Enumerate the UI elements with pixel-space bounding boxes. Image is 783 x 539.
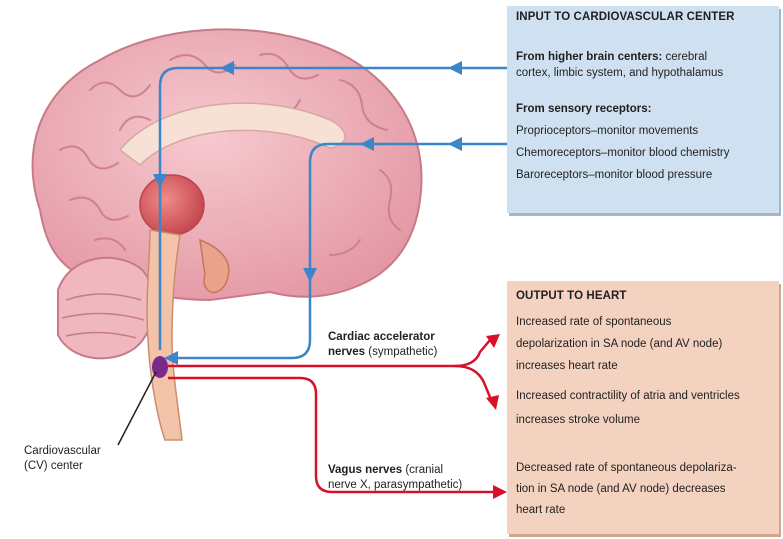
sensory-title: From sensory receptors: [516,102,652,116]
input-heading: INPUT TO CARDIOVASCULAR CENTER [516,10,735,24]
cardiac-sympathetic: (sympathetic) [365,346,437,358]
higher-centers-line1: From higher brain centers: cerebral [516,50,707,64]
output-arrowheads [486,334,507,499]
output-panel: OUTPUT TO HEART Increased rate of sponta… [507,281,779,534]
sensory-line-1: Proprioceptors–monitor movements [516,124,698,138]
effect3-line1: Decreased rate of spontaneous depolariza… [516,461,737,475]
arrowhead-contractility [486,395,499,410]
arrowhead-vagus [493,485,507,499]
cardiac-nerves-word: nerves [328,346,365,358]
vagus-line2: nerve X, parasympathetic) [328,478,462,493]
cv-center-line1: Cardiovascular [24,444,101,459]
arrowhead-sensory-1 [448,137,462,151]
effect1-line3: increases heart rate [516,359,618,373]
brainstem [147,230,182,440]
effect3-line3: heart rate [516,503,565,517]
thalamus [140,175,204,235]
sympathetic-branch [455,366,492,402]
cardiac-accelerator-line2: nerves (sympathetic) [328,345,437,360]
vagus-line1: Vagus nerves (cranial [328,463,462,478]
cerebellum [58,258,154,359]
effect2-line2: increases stroke volume [516,413,640,427]
cv-center-line2: (CV) center [24,459,101,474]
sensory-line-3: Baroreceptors–monitor blood pressure [516,168,712,182]
cv-center-label: Cardiovascular (CV) center [24,444,101,474]
cv-center-pointer [118,372,156,445]
vagus-nerves-label: Vagus nerves (cranial nerve X, parasympa… [328,463,462,493]
effect3-line2: tion in SA node (and AV node) decreases [516,482,726,496]
output-heading: OUTPUT TO HEART [516,289,627,303]
effect1-line1: Increased rate of spontaneous [516,315,671,329]
vagus-cranial: (cranial [402,464,443,476]
higher-centers-title: From higher brain centers: [516,51,662,63]
effect1-line2: depolarization in SA node (and AV node) [516,337,722,351]
input-panel: INPUT TO CARDIOVASCULAR CENTER From high… [507,6,779,213]
cardiac-accelerator-title: Cardiac accelerator [328,330,437,345]
arrowhead-higher-1 [448,61,462,75]
higher-centers-rest: cerebral [662,51,707,63]
sensory-line-2: Chemoreceptors–monitor blood chemistry [516,146,729,160]
cardiac-accelerator-label: Cardiac accelerator nerves (sympathetic) [328,330,437,360]
vagus-title: Vagus nerves [328,464,402,476]
higher-centers-line2: cortex, limbic system, and hypothalamus [516,66,723,80]
effect2-line1: Increased contractility of atria and ven… [516,389,740,403]
